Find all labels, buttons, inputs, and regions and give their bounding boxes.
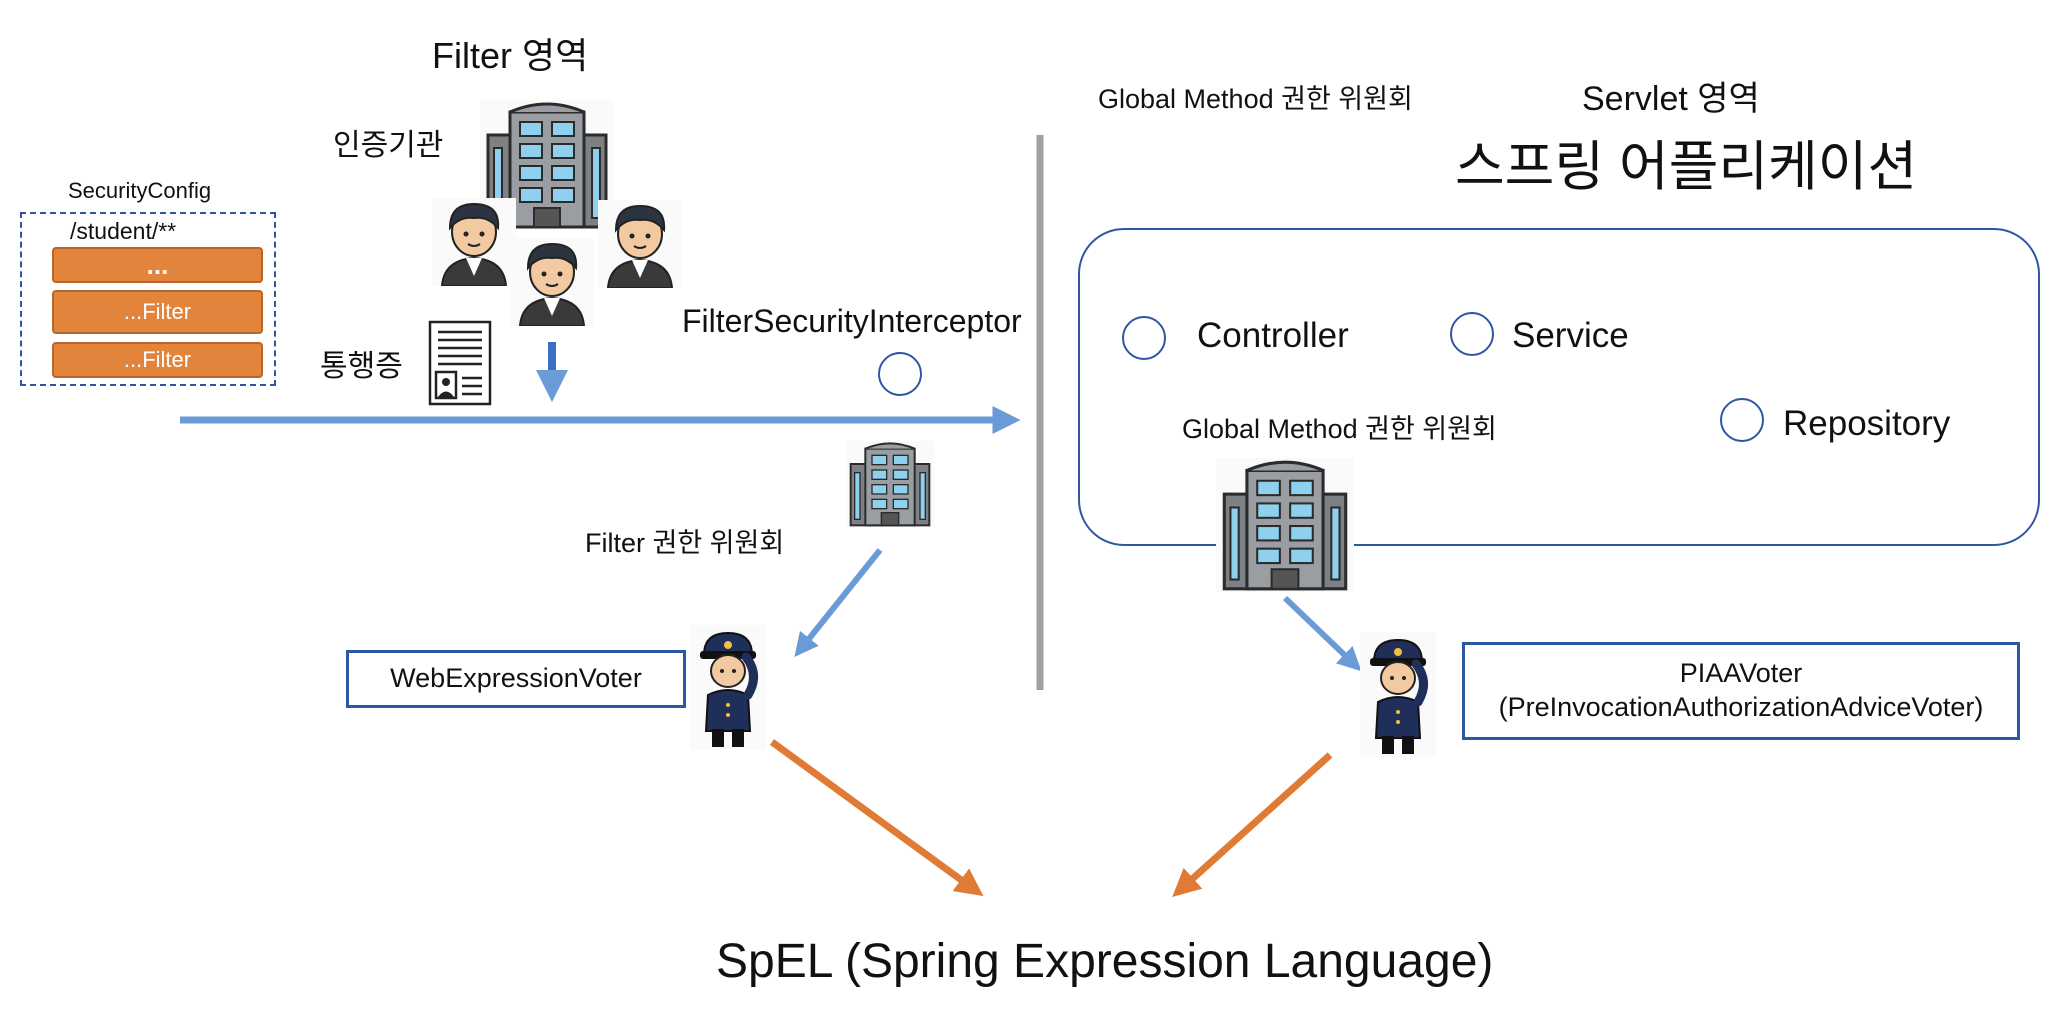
- security-config-title: SecurityConfig: [68, 178, 212, 203]
- repository-node-circle: [1720, 398, 1764, 442]
- voter-police-officer-icon: [1360, 632, 1436, 757]
- web-expression-voter-label: WebExpressionVoter: [390, 663, 642, 694]
- filter-security-interceptor-label: FilterSecurityInterceptor: [682, 303, 1022, 339]
- global-method-inner-label: Global Method 권한 위원회: [1182, 414, 1497, 444]
- filter-committee-building-icon: [845, 440, 935, 528]
- method-committee-to-voter-arrow: [1282, 595, 1362, 672]
- official-person-icon: [432, 198, 516, 286]
- filter-area-title: Filter 영역: [432, 35, 589, 76]
- global-method-committee-building-icon: [1216, 458, 1354, 592]
- spel-label: SpEL (Spring Expression Language): [716, 935, 1494, 988]
- piaa-voter-box: PIAAVoter (PreInvocationAuthorizationAdv…: [1462, 642, 2020, 740]
- filter-committee-to-voter-arrow: [794, 548, 883, 658]
- controller-node-circle: [1122, 316, 1166, 360]
- filter-chain-item: ...Filter: [52, 290, 263, 334]
- auth-org-label: 인증기관: [333, 129, 444, 162]
- global-method-top-label: Global Method 권한 위원회: [1098, 84, 1413, 114]
- security-config-panel: [20, 212, 276, 386]
- piaa-voter-full-name: (PreInvocationAuthorizationAdviceVoter): [1498, 692, 1984, 722]
- piaa-voter-label: PIAAVoter: [1679, 658, 1803, 689]
- official-person-icon: [510, 238, 594, 326]
- piaa-voter-to-spel-arrow: [1172, 752, 1333, 898]
- official-person-icon: [598, 200, 682, 288]
- security-config-path: /student/**: [70, 218, 177, 244]
- filter-committee-label: Filter 권한 위원회: [585, 528, 785, 558]
- auth-org-building-icon: [480, 100, 614, 230]
- pass-label: 통행증: [320, 350, 403, 383]
- filter-chain-item: ...: [52, 247, 263, 283]
- service-node-circle: [1450, 312, 1494, 356]
- web-expression-voter-box: WebExpressionVoter: [346, 650, 686, 708]
- web-voter-to-spel-arrow: [769, 739, 984, 897]
- spring-application-title: 스프링 어플리케이션: [1455, 137, 1918, 197]
- repository-label: Repository: [1783, 404, 1951, 443]
- pass-document-icon: [428, 320, 492, 406]
- service-label: Service: [1512, 316, 1629, 355]
- controller-label: Controller: [1197, 316, 1349, 355]
- interceptor-node-circle: [878, 352, 922, 396]
- voter-police-officer-icon: [690, 625, 766, 750]
- servlet-area-title: Servlet 영역: [1582, 80, 1760, 118]
- filter-chain-item: ...Filter: [52, 342, 263, 378]
